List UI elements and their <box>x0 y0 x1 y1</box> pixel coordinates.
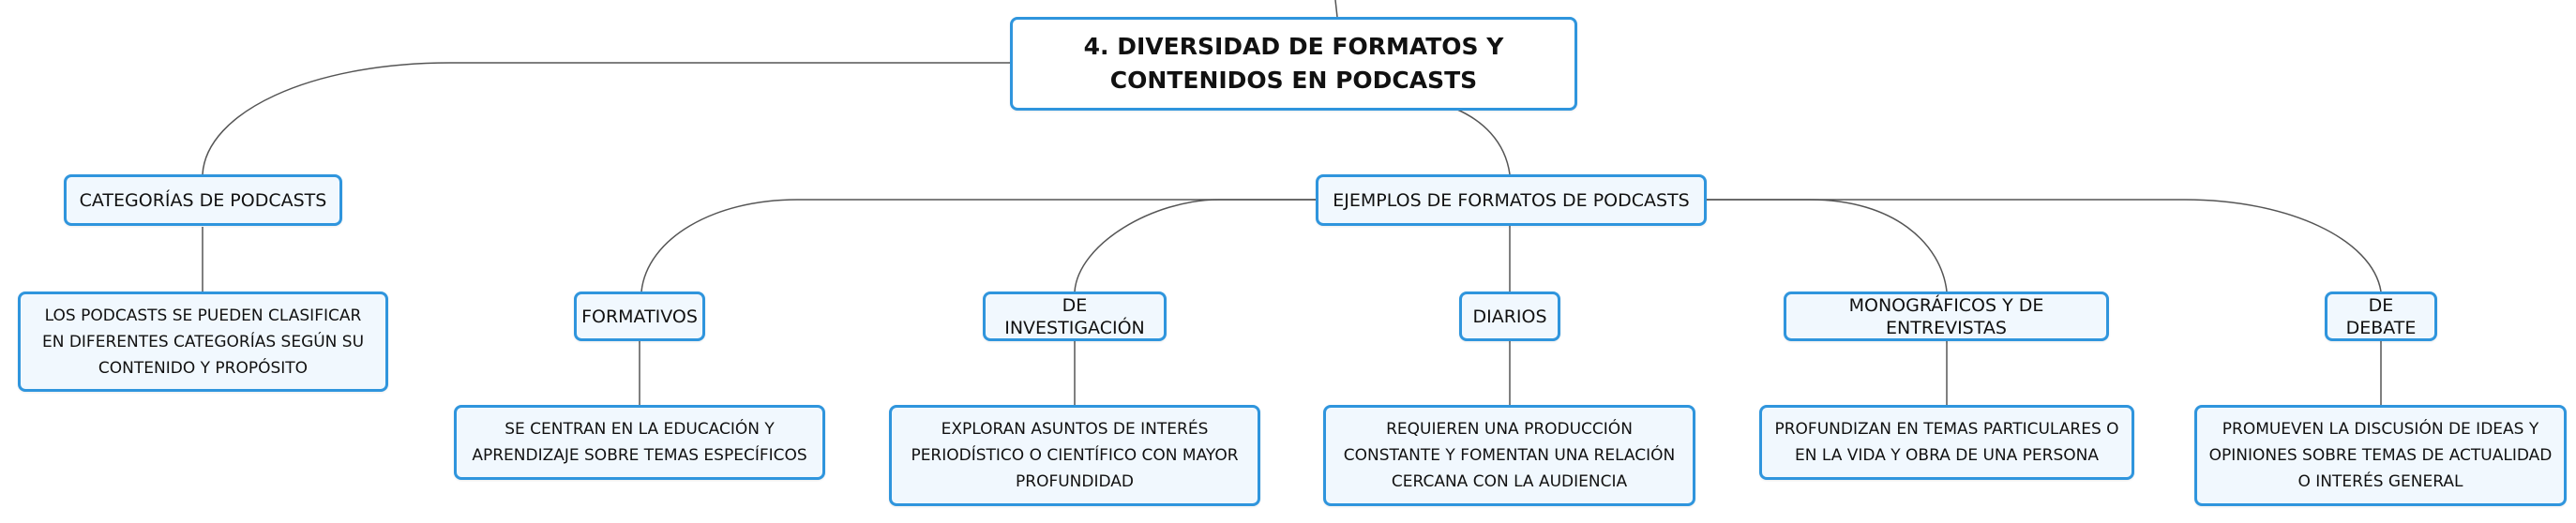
format-detail-debate[interactable]: PROMUEVEN LA DISCUSIÓN DE IDEAS Y OPINIO… <box>2194 405 2567 506</box>
format-detail-label-formativos: SE CENTRAN EN LA EDUCACIÓN Y APRENDIZAJE… <box>472 420 807 465</box>
connector-examples-monograficos <box>1706 199 1948 292</box>
connector-root-categories <box>202 62 1010 175</box>
format-detail-label-debate: PROMUEVEN LA DISCUSIÓN DE IDEAS Y OPINIO… <box>2208 420 2553 491</box>
connector-examples-debate <box>1706 199 2382 292</box>
format-node-formativos[interactable]: FORMATIVOS <box>574 291 705 341</box>
format-detail-label-investigacion: EXPLORAN ASUNTOS DE INTERÉS PERIODÍSTICO… <box>911 420 1239 491</box>
connector-examples-investigacion <box>1074 199 1316 292</box>
examples-label: EJEMPLOS DE FORMATOS DE PODCASTS <box>1333 189 1690 211</box>
format-detail-diarios[interactable]: REQUIEREN UNA PRODUCCIÓN CONSTANTE Y FOM… <box>1323 405 1695 506</box>
format-label-formativos: FORMATIVOS <box>581 306 698 327</box>
format-node-diarios[interactable]: DIARIOS <box>1459 291 1560 341</box>
categories-detail-node[interactable]: LOS PODCASTS SE PUEDEN CLASIFICAR EN DIF… <box>18 291 388 392</box>
format-node-monograficos[interactable]: MONOGRÁFICOS Y DE ENTREVISTAS <box>1784 291 2109 341</box>
format-detail-formativos[interactable]: SE CENTRAN EN LA EDUCACIÓN Y APRENDIZAJE… <box>454 405 825 480</box>
categories-label: CATEGORÍAS DE PODCASTS <box>79 189 327 211</box>
format-label-investigacion: DE INVESTIGACIÓN <box>1004 294 1145 338</box>
format-detail-investigacion[interactable]: EXPLORAN ASUNTOS DE INTERÉS PERIODÍSTICO… <box>889 405 1260 506</box>
format-detail-monograficos[interactable]: PROFUNDIZAN EN TEMAS PARTICULARES O EN L… <box>1759 405 2134 480</box>
categories-node[interactable]: CATEGORÍAS DE PODCASTS <box>64 174 342 226</box>
format-node-investigacion[interactable]: DE INVESTIGACIÓN <box>983 291 1167 341</box>
categories-detail-label: LOS PODCASTS SE PUEDEN CLASIFICAR EN DIF… <box>41 306 365 378</box>
examples-node[interactable]: EJEMPLOS DE FORMATOS DE PODCASTS <box>1316 174 1707 226</box>
format-node-debate[interactable]: DE DEBATE <box>2325 291 2437 341</box>
format-label-monograficos: MONOGRÁFICOS Y DE ENTREVISTAS <box>1848 294 2044 338</box>
connector-root-examples <box>1454 108 1511 175</box>
format-detail-label-monograficos: PROFUNDIZAN EN TEMAS PARTICULARES O EN L… <box>1774 420 2119 465</box>
connector-top-stub <box>1334 0 1338 18</box>
format-label-debate: DE DEBATE <box>2345 294 2417 338</box>
format-label-diarios: DIARIOS <box>1472 306 1547 327</box>
connector-examples-formativos <box>640 199 1316 292</box>
format-detail-label-diarios: REQUIEREN UNA PRODUCCIÓN CONSTANTE Y FOM… <box>1343 420 1676 491</box>
root-topic-label: 4. DIVERSIDAD DE FORMATOS Y CONTENIDOS E… <box>1083 33 1504 94</box>
root-topic[interactable]: 4. DIVERSIDAD DE FORMATOS Y CONTENIDOS E… <box>1010 17 1577 111</box>
